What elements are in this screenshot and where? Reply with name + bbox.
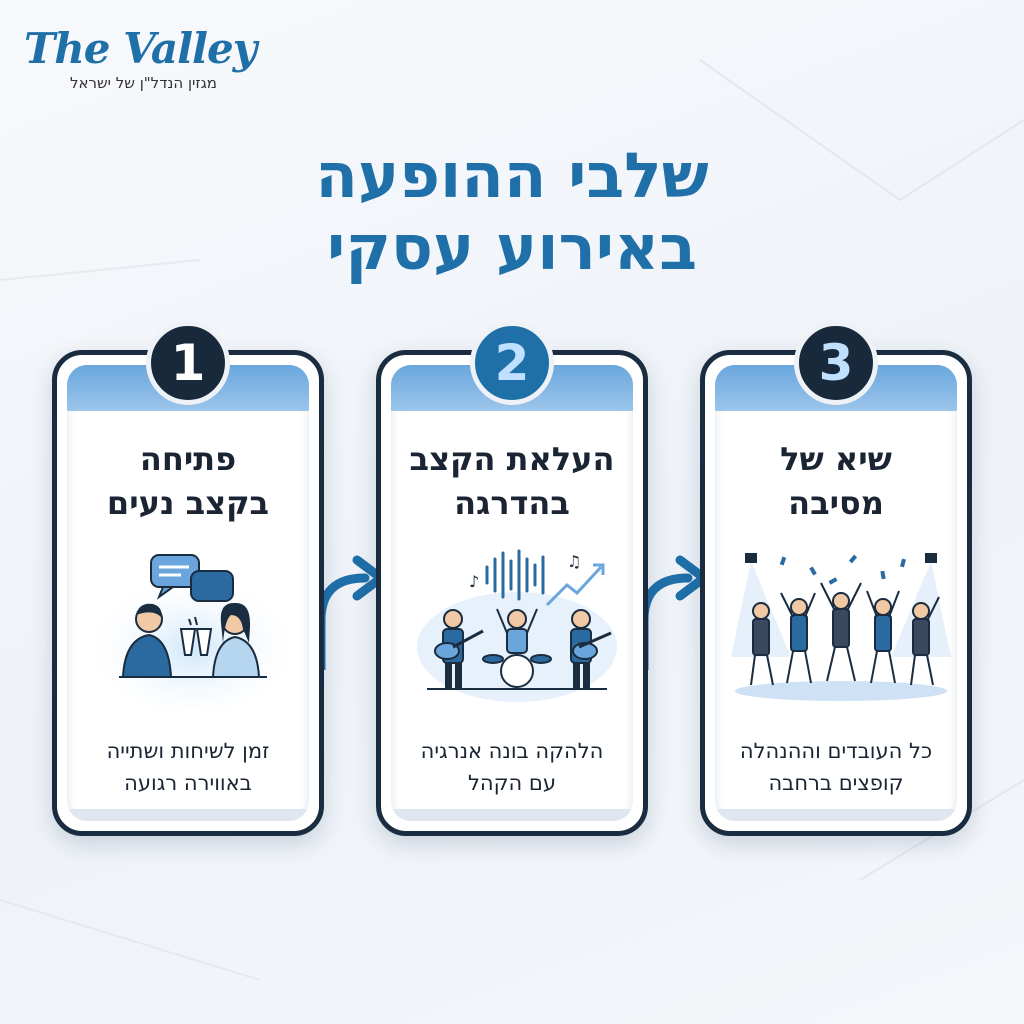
step-card-1-panel: פתיחה בקצב נעים	[67, 365, 309, 821]
step-description-1-line-2: באווירה רגועה	[124, 771, 252, 795]
dancing-crowd-icon	[731, 553, 951, 701]
step-card-2: 2 העלאת הקצב בהדרגה ♪ ♫	[376, 321, 648, 836]
live-band-icon: ♪ ♫	[417, 549, 617, 702]
step-number-badge-1: 1	[146, 321, 230, 405]
step-title-1-line-1: פתיחה	[139, 440, 237, 478]
step-description-3-line-1: כל העובדים וההנהלה	[739, 739, 933, 763]
page-title: שלבי ההופעה באירוע עסקי	[212, 140, 812, 284]
step-description-2-line-1: הלהקה בונה אנרגיה	[420, 739, 604, 763]
brand-logo: The Valley מגזין הנדל"ן של ישראל	[24, 24, 284, 93]
brand-tagline: מגזין הנדל"ן של ישראל	[70, 74, 217, 92]
step-description-2-line-2: עם הקהל	[467, 771, 557, 795]
step-card-2-panel: העלאת הקצב בהדרגה ♪ ♫	[391, 365, 633, 821]
step-card-2-footer	[391, 809, 633, 821]
step-description-1: זמן לשיחות ושתייה באווירה רגועה	[75, 735, 301, 799]
step-title-2-line-1: העלאת הקצב	[409, 440, 615, 478]
page-title-line-1: שלבי ההופעה	[315, 139, 709, 212]
step-card-1-footer	[67, 809, 309, 821]
step-description-3-line-2: קופצים ברחבה	[768, 771, 904, 795]
step-title-2-line-2: בהדרגה	[454, 484, 570, 522]
step-description-2: הלהקה בונה אנרגיה עם הקהל	[399, 735, 625, 799]
step-card-3-footer	[715, 809, 957, 821]
step-title-3-line-2: מסיבה	[788, 484, 884, 522]
toast-conversation-icon	[93, 554, 293, 707]
step-title-3-line-1: שיא של	[780, 440, 892, 478]
step-number-badge-2: 2	[470, 321, 554, 405]
svg-text:♪: ♪	[469, 572, 479, 591]
step-description-1-line-1: זמן לשיחות ושתייה	[106, 739, 270, 763]
step-number-badge-3: 3	[794, 321, 878, 405]
step-card-3-panel: שיא של מסיבה	[715, 365, 957, 821]
page-title-line-2: באירוע עסקי	[326, 211, 698, 284]
step-description-3: כל העובדים וההנהלה קופצים ברחבה	[723, 735, 949, 799]
step-card-3: 3 שיא של מסיבה	[700, 321, 972, 836]
svg-text:♫: ♫	[567, 552, 581, 571]
step-card-1: 1 פתיחה בקצב נעים	[52, 321, 324, 836]
step-title-1-line-2: בקצב נעים	[106, 484, 270, 522]
brand-name: The Valley	[24, 24, 257, 73]
step-title-2: העלאת הקצב בהדרגה	[399, 437, 625, 525]
step-title-1: פתיחה בקצב נעים	[75, 437, 301, 525]
step-title-3: שיא של מסיבה	[723, 437, 949, 525]
